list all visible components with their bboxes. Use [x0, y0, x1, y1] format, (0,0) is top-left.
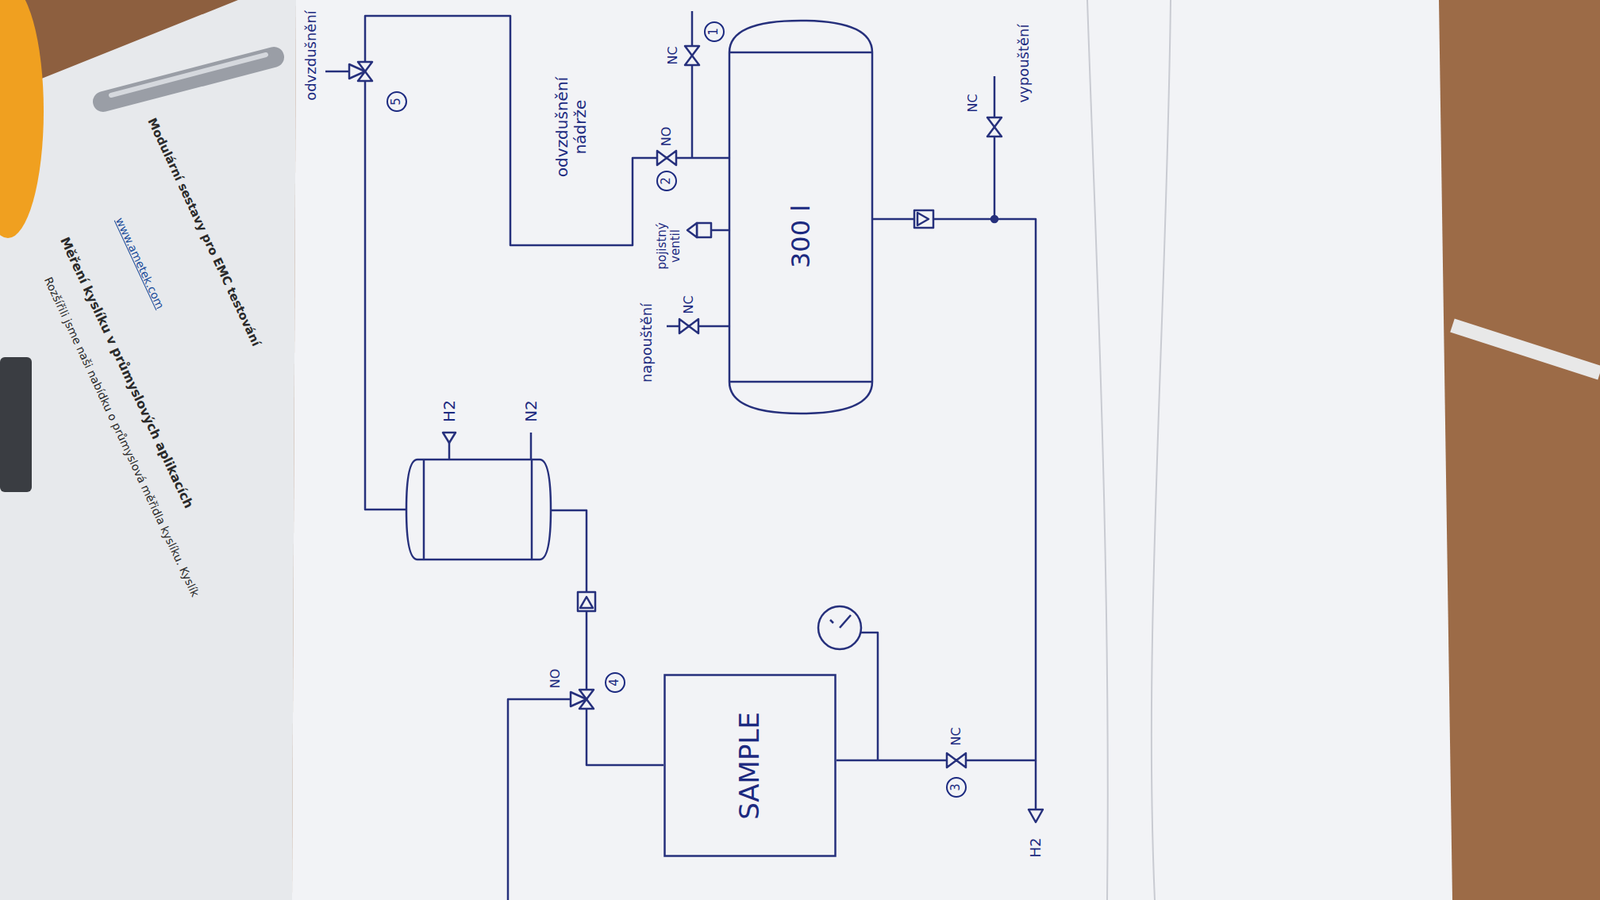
valve-state: NC: [965, 93, 981, 112]
drain-pipe: [993, 76, 997, 220]
pipe-label: odvzdušnění nádrže: [553, 76, 590, 177]
safety-valve-symbol: [696, 223, 712, 238]
pen-highlight: [111, 54, 266, 96]
callout-number: 3: [946, 776, 967, 798]
orange-object: [0, 0, 44, 239]
callout-number: 4: [604, 672, 626, 693]
buffer-vessel: H2N2: [406, 459, 551, 560]
branch-pipe: [507, 699, 571, 900]
tank-seam: [729, 380, 873, 384]
port-label: N2: [522, 400, 541, 423]
pipe-connector: [365, 15, 730, 510]
port-label: H2: [440, 400, 459, 423]
box-border: [665, 675, 836, 857]
valve-label: pojistný ventil: [655, 222, 684, 270]
callout-number: 2: [656, 170, 677, 192]
valve-symbol: [946, 753, 966, 768]
flyer-link: www.ametek.com: [113, 215, 167, 312]
cable: [1452, 325, 1600, 374]
valve-state: NC: [681, 295, 697, 314]
check-valve-symbol: [914, 210, 934, 228]
check-valve-symbol: [580, 596, 593, 608]
gas-port: [530, 432, 533, 460]
valve-port: [570, 692, 587, 707]
check-valve-symbol: [917, 212, 929, 226]
storage-tank: 300 l: [729, 20, 873, 414]
valve-state: NO: [659, 126, 674, 147]
tank-shell: [729, 20, 873, 414]
valve-state: NC: [665, 46, 681, 65]
vent-pipe: [691, 11, 694, 158]
check-valve-symbol: [577, 592, 596, 612]
pipe-label: vypouštění: [1015, 23, 1033, 103]
flyer-text: Rozšířili jsme naši nabídku o průmyslová…: [42, 275, 203, 600]
sketch-paper: [292, 0, 1453, 900]
valve-symbol: [684, 46, 700, 66]
inlet-pipe: [1034, 760, 1038, 810]
callout-number: 1: [703, 21, 725, 43]
flyer-heading: Měření kyslíku v průmyslových aplikacích: [57, 234, 197, 511]
pipe-label: napouštění: [638, 303, 656, 383]
valve-symbol: [679, 319, 699, 334]
pipe-connector: [836, 219, 1036, 761]
flyer-device-photo: [0, 357, 32, 493]
safety-valve-symbol: [687, 223, 697, 238]
vessel-seam: [423, 459, 426, 560]
pipe-connector: [550, 510, 664, 766]
inlet-label: H2: [1027, 838, 1045, 858]
paper-fold: [1087, 0, 1108, 900]
vent-pipe: [325, 70, 350, 74]
flyer-sheet: [0, 0, 297, 900]
gauge-needle: [839, 615, 851, 628]
pipe-label: odvzdušnění: [303, 10, 320, 101]
box-title: SAMPLE: [734, 711, 766, 820]
tank-seam: [729, 51, 873, 54]
pressure-gauge: [818, 606, 862, 650]
valve-symbol: [657, 150, 677, 166]
relief-pipe: [711, 229, 730, 232]
valve-state: NO: [548, 669, 563, 689]
volume-label: 300 l: [786, 204, 816, 269]
valve-symbol: [987, 117, 1002, 137]
valve-state: NC: [949, 726, 964, 746]
pipe-junction: [991, 215, 998, 223]
paper-fold: [1151, 0, 1171, 900]
valve-port: [349, 64, 366, 79]
port-valve: [442, 432, 456, 443]
gauge-tick: [830, 619, 834, 624]
vessel-seam: [530, 459, 534, 560]
vessel-shell: [406, 459, 551, 560]
callout-number: 5: [386, 91, 408, 112]
pen: [103, 57, 274, 102]
sample-box: SAMPLE: [663, 673, 837, 858]
node-outline: [406, 459, 551, 560]
inlet-symbol: [1028, 809, 1043, 823]
gauge-pipe: [861, 632, 878, 761]
flyer-heading: Modulární sestavy pro EMC testování: [144, 115, 263, 349]
